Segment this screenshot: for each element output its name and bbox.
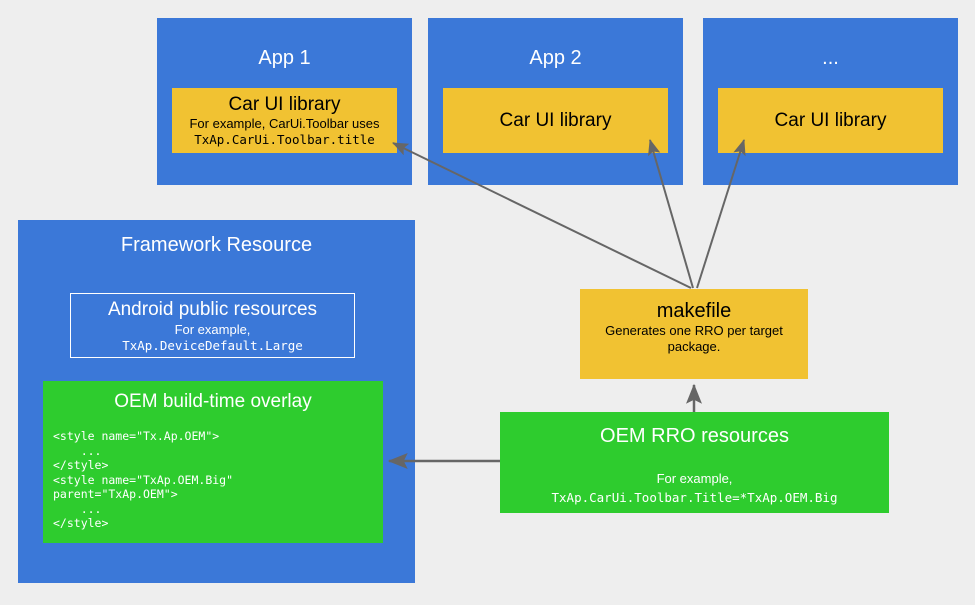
android-public-resources-card: Android public resources For example, Tx… [70, 293, 355, 358]
app-group-1: App 1 Car UI library For example, CarUi.… [157, 18, 412, 185]
app-group-2: App 2 Car UI library [428, 18, 683, 185]
app-1-car-ui-library-card: Car UI library For example, CarUi.Toolba… [172, 88, 397, 153]
oem-rro-resources-card: OEM RRO resources For example, TxAp.CarU… [500, 412, 889, 513]
app-3-car-ui-library-card: Car UI library [718, 88, 943, 153]
app-3-card-title: Car UI library [774, 110, 887, 131]
app-2-car-ui-library-card: Car UI library [443, 88, 668, 153]
app-1-card-content: Car UI library For example, CarUi.Toolba… [172, 88, 397, 153]
makefile-content: makefile Generates one RRO per target pa… [580, 289, 808, 379]
android-public-resources-code: TxAp.DeviceDefault.Large [122, 337, 303, 353]
app-2-card-title: Car UI library [499, 110, 612, 131]
app-group-3-label: ... [822, 47, 839, 69]
oem-rro-resources-sub: For example, [656, 471, 733, 486]
app-2-card-content: Car UI library [443, 88, 668, 153]
makefile-sub: Generates one RRO per target package. [605, 323, 783, 354]
oem-build-time-overlay-title: OEM build-time overlay [114, 391, 312, 412]
app-1-card-title: Car UI library [228, 94, 341, 115]
oem-rro-resources-title: OEM RRO resources [600, 425, 789, 447]
app-1-card-code: TxAp.CarUi.Toolbar.title [194, 132, 375, 147]
makefile-title: makefile [656, 300, 732, 322]
app-group-3: ... Car UI library [703, 18, 958, 185]
android-public-resources-content: Android public resources For example, Tx… [71, 294, 354, 357]
app-1-card-sub: For example, CarUi.Toolbar uses [189, 116, 380, 131]
android-public-resources-title: Android public resources [107, 298, 318, 320]
makefile-card: makefile Generates one RRO per target pa… [580, 289, 808, 379]
oem-rro-resources-code: TxAp.CarUi.Toolbar.Title=*TxAp.OEM.Big [551, 490, 838, 505]
app-3-card-content: Car UI library [718, 88, 943, 153]
app-group-2-label: App 2 [529, 47, 582, 69]
oem-build-time-overlay-card: OEM build-time overlay <style name="Tx.A… [43, 381, 383, 543]
framework-resource-label: Framework Resource [120, 234, 313, 256]
android-public-resources-sub: For example, [174, 321, 251, 337]
app-group-1-label: App 1 [258, 47, 311, 69]
oem-build-time-overlay-code: <style name="Tx.Ap.OEM"> ... </style> <s… [53, 429, 234, 530]
framework-resource-group: Framework Resource Android public resour… [18, 220, 415, 583]
